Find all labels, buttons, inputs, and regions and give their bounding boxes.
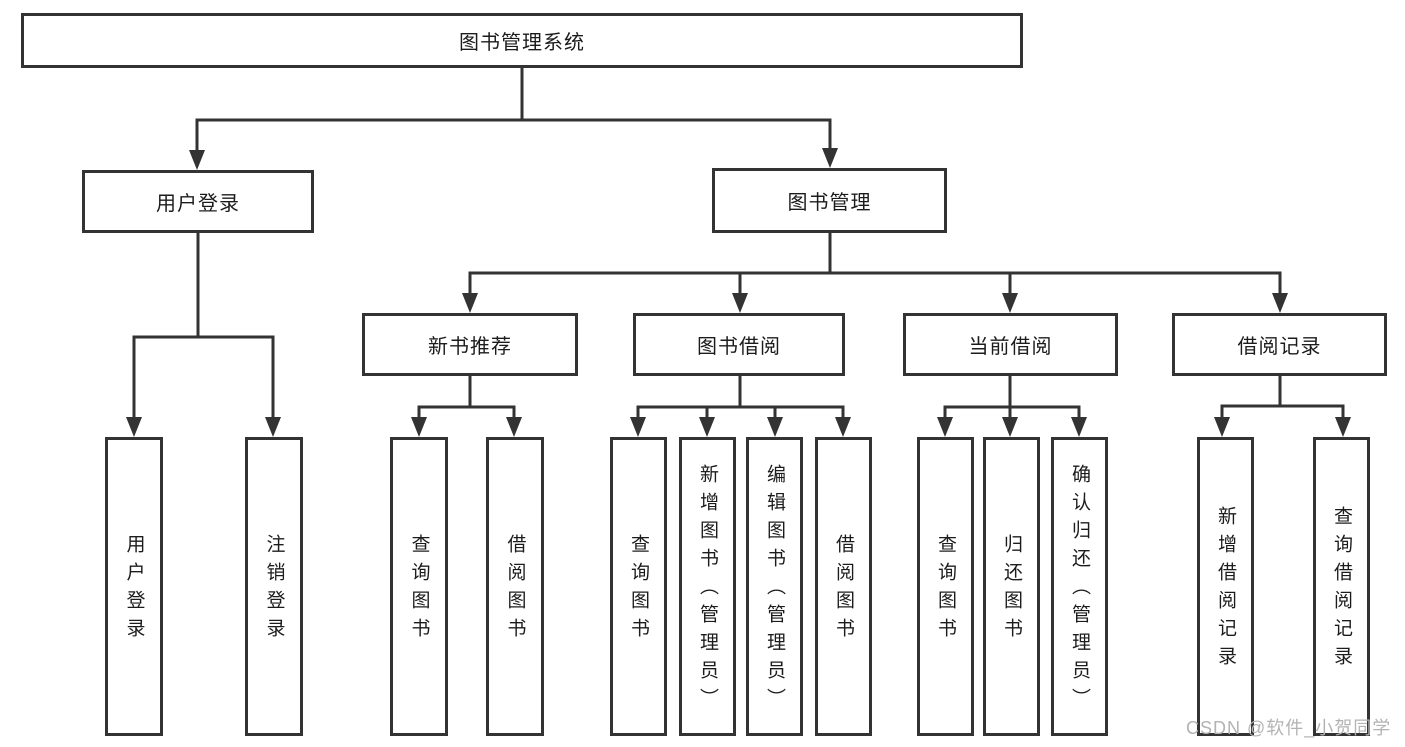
leaf-query-books-borrow: 查询图书	[610, 437, 667, 736]
leaf-query-books-current: 查询图书	[917, 437, 974, 736]
node-new-book-recommend: 新书推荐	[362, 313, 578, 376]
csdn-watermark: CSDN @软件_小贺同学	[1186, 718, 1392, 738]
leaf-query-books-recommend: 查询图书	[390, 437, 448, 736]
leaf-logout: 注销登录	[245, 437, 303, 736]
node-book-borrow: 图书借阅	[633, 313, 845, 376]
node-current-borrow: 当前借阅	[903, 313, 1118, 376]
leaf-return-books: 归还图书	[983, 437, 1040, 736]
leaf-confirm-return-admin: 确认归还（管理员）	[1051, 437, 1108, 736]
node-root: 图书管理系统	[21, 13, 1023, 68]
leaf-edit-books-admin: 编辑图书（管理员）	[746, 437, 803, 736]
leaf-user-login: 用户登录	[105, 437, 163, 736]
leaf-add-books-admin: 新增图书（管理员）	[679, 437, 736, 736]
node-book-management: 图书管理	[712, 168, 947, 233]
leaf-query-borrow-record: 查询借阅记录	[1313, 437, 1370, 736]
node-borrow-records: 借阅记录	[1172, 313, 1387, 376]
node-user-login: 用户登录	[82, 170, 314, 233]
leaf-borrow-books-borrow: 借阅图书	[815, 437, 872, 736]
leaf-add-borrow-record: 新增借阅记录	[1197, 437, 1254, 736]
leaf-borrow-books-recommend: 借阅图书	[486, 437, 544, 736]
